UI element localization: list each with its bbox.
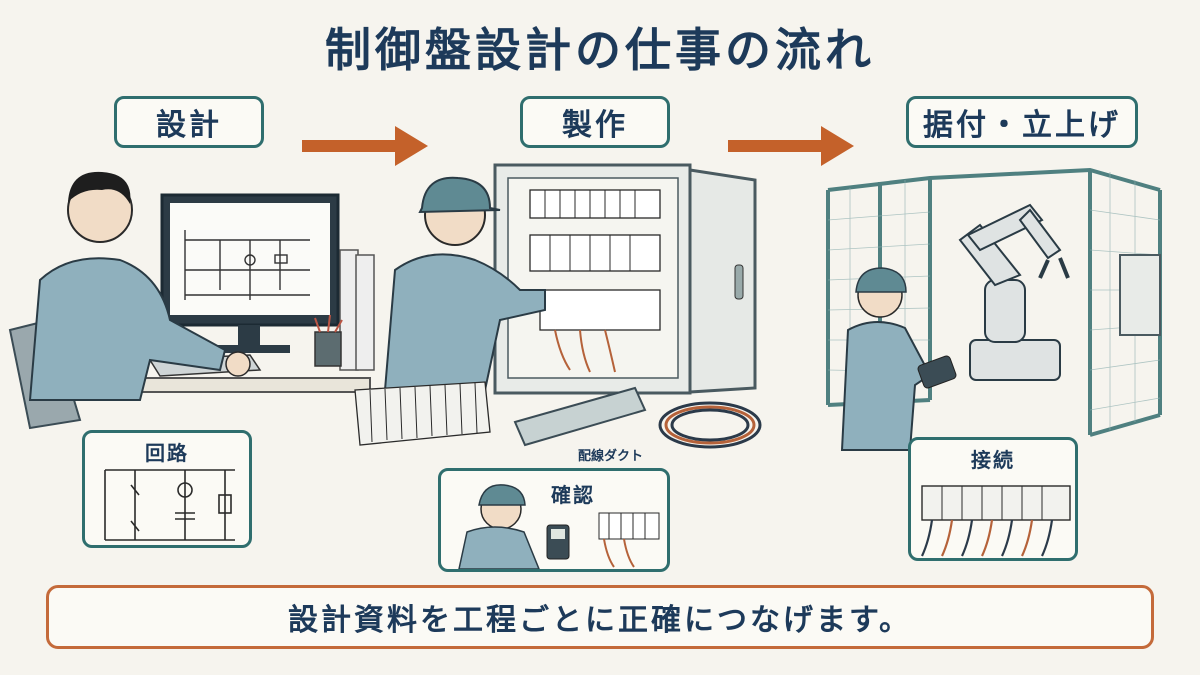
- wiring-duct-label: 配線ダクト: [578, 449, 644, 464]
- stage-label-manufacture: 製作: [520, 96, 670, 148]
- circuit-inset-title: 回路: [145, 441, 189, 465]
- installation-scene-illustration: [826, 167, 1162, 451]
- check-inset-title: 確認: [551, 483, 595, 507]
- flow-arrow-1-icon: [302, 126, 428, 166]
- caption-banner: 設計資料を工程ごとに正確につなげます。: [46, 585, 1154, 649]
- stage-label-design: 設計: [114, 96, 264, 148]
- stage-label-installation-text: 据付・立上げ: [923, 108, 1121, 143]
- multimeter-check-icon: [458, 484, 660, 569]
- page-title: 制御盤設計の仕事の流れ: [325, 23, 875, 77]
- flow-arrow-2-icon: [728, 126, 854, 166]
- design-scene-illustration: [8, 171, 375, 430]
- manufacture-scene-illustration: [354, 163, 762, 449]
- circuit-inset: 回路: [82, 430, 252, 548]
- stage-label-installation: 据付・立上げ: [906, 96, 1138, 148]
- stage-label-design-text: 設計: [156, 108, 222, 143]
- stage-label-manufacture-text: 製作: [562, 108, 628, 143]
- connection-inset: 接続: [908, 437, 1078, 561]
- check-inset: 確認: [438, 468, 670, 572]
- terminal-connection-icon: [921, 485, 1071, 557]
- circuit-schematic-icon: [104, 469, 235, 541]
- connection-inset-title: 接続: [971, 448, 1015, 472]
- caption-text: 設計資料を工程ごとに正確につなげます。: [288, 603, 912, 638]
